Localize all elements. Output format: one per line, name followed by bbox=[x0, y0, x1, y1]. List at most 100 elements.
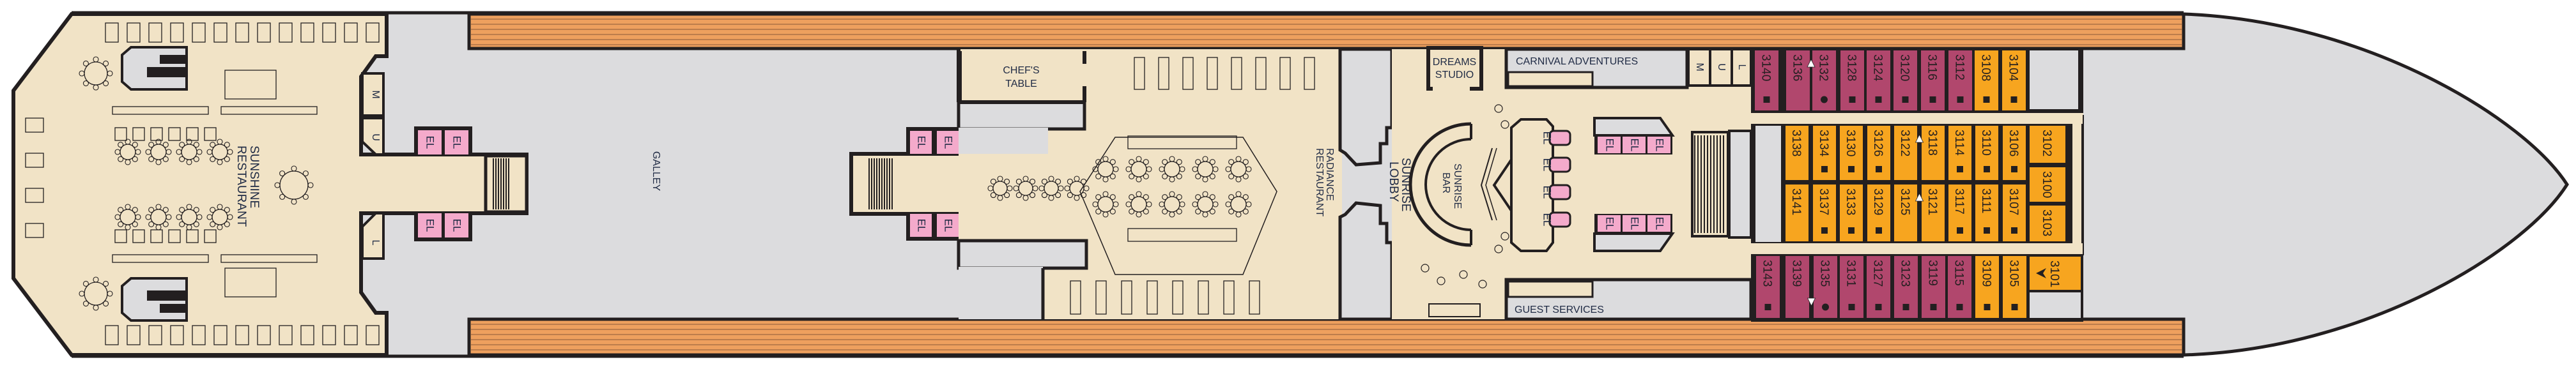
cabin-3132[interactable]: 3132 bbox=[1812, 50, 1836, 110]
cabin-3124[interactable]: 3124 bbox=[1867, 50, 1890, 110]
dining-table-icon bbox=[1249, 280, 1260, 315]
cabin-number: 3117 bbox=[1952, 188, 1966, 215]
banquette-icon bbox=[1127, 228, 1237, 242]
promenade-deck-bottom bbox=[467, 317, 2186, 357]
cabin-3100[interactable]: 3100 bbox=[2030, 167, 2065, 202]
dining-table-icon bbox=[170, 325, 184, 345]
chair-icon bbox=[1081, 178, 1087, 184]
cabin-3129[interactable]: 3129 bbox=[1867, 184, 1890, 241]
chair-icon bbox=[302, 170, 309, 177]
chair-icon bbox=[1176, 208, 1182, 215]
banquette-icon bbox=[220, 106, 318, 115]
dining-table-icon bbox=[279, 325, 293, 345]
cabin-3110[interactable]: 3110 bbox=[1975, 126, 1998, 180]
chair-icon bbox=[1048, 176, 1054, 182]
cabin-3128[interactable]: 3128 bbox=[1840, 50, 1864, 110]
chair-icon bbox=[1242, 208, 1249, 215]
cabin-3126[interactable]: 3126 bbox=[1867, 126, 1890, 180]
cabin-3134[interactable]: 3134 bbox=[1813, 126, 1836, 180]
chair-icon bbox=[132, 207, 138, 213]
cabin-room bbox=[1785, 184, 1809, 241]
cabin-3133[interactable]: 3133 bbox=[1840, 184, 1863, 241]
square-marker-icon bbox=[1849, 96, 1856, 103]
cabin-3123[interactable]: 3123 bbox=[1894, 256, 1918, 318]
dining-table-icon bbox=[150, 229, 163, 243]
chair-icon bbox=[1064, 185, 1070, 192]
chair-icon bbox=[125, 159, 131, 165]
chair-icon bbox=[114, 214, 121, 220]
cabin-3112[interactable]: 3112 bbox=[1948, 50, 1972, 110]
cabin-3106[interactable]: 3106 bbox=[2003, 126, 2026, 180]
cabin-3116[interactable]: 3116 bbox=[1921, 50, 1945, 110]
cabin-3119[interactable]: 3119 bbox=[1922, 256, 1945, 318]
cabin-3131[interactable]: 3131 bbox=[1840, 256, 1863, 318]
cabin-3111[interactable]: 3111 bbox=[1975, 184, 1998, 241]
elevator-label: EL bbox=[1541, 132, 1554, 145]
cabin-3121[interactable]: 3121 bbox=[1922, 184, 1945, 241]
chair-icon bbox=[135, 149, 141, 155]
cabin-3139[interactable]: 3139 bbox=[1785, 256, 1809, 318]
circle-marker-icon bbox=[1821, 96, 1828, 103]
lounge-chair-icon bbox=[1437, 276, 1446, 285]
dreams-studio-label: DREAMS bbox=[1433, 57, 1476, 68]
chair-icon bbox=[206, 149, 213, 155]
square-marker-icon bbox=[1930, 304, 1937, 310]
chair-icon bbox=[125, 139, 131, 145]
cabin-3122[interactable]: 3122 bbox=[1894, 126, 1917, 180]
dining-table-icon bbox=[25, 153, 44, 168]
chair-icon bbox=[1209, 159, 1215, 165]
chair-icon bbox=[155, 159, 162, 165]
chair-icon bbox=[1015, 178, 1022, 184]
cabin-3115[interactable]: 3115 bbox=[1948, 256, 1971, 318]
cabin-3117[interactable]: 3117 bbox=[1948, 184, 1971, 241]
cabin-3118[interactable]: 3118 bbox=[1922, 126, 1945, 180]
cabin-number: 3131 bbox=[1844, 260, 1858, 287]
chair-icon bbox=[162, 207, 169, 213]
chair-icon bbox=[217, 159, 223, 165]
chair-icon bbox=[1179, 166, 1185, 172]
circle-marker-icon bbox=[1822, 303, 1829, 311]
buffet-counter-icon bbox=[224, 267, 277, 297]
cabin-number: 3135 bbox=[1818, 260, 1832, 287]
square-marker-icon bbox=[1957, 166, 1963, 172]
cabin-3120[interactable]: 3120 bbox=[1893, 50, 1917, 110]
cabin-3102[interactable]: 3102 bbox=[2030, 126, 2065, 163]
chair-icon bbox=[1030, 178, 1036, 184]
cabin-3105[interactable]: 3105 bbox=[2003, 256, 2026, 318]
square-marker-icon bbox=[1876, 166, 1882, 172]
cabin-3109[interactable]: 3109 bbox=[1975, 256, 1999, 318]
cabin-3104[interactable]: 3104 bbox=[2002, 50, 2026, 110]
cabin-3101[interactable]: 3101 bbox=[2030, 257, 2081, 290]
cabin-3108[interactable]: 3108 bbox=[1975, 50, 1998, 110]
cabin-3114[interactable]: 3114 bbox=[1948, 126, 1971, 180]
cabin-3143[interactable]: 3143 bbox=[1756, 256, 1780, 318]
cabin-3135[interactable]: 3135 bbox=[1814, 256, 1837, 318]
chair-icon bbox=[82, 80, 89, 87]
dining-table-icon bbox=[1146, 280, 1158, 315]
chair-icon bbox=[114, 149, 121, 155]
cabin-3125[interactable]: 3125 bbox=[1894, 184, 1917, 241]
chair-icon bbox=[93, 305, 99, 311]
cabin-3103[interactable]: 3103 bbox=[2030, 206, 2065, 241]
cabin-3130[interactable]: 3130 bbox=[1840, 126, 1863, 180]
chair-icon bbox=[1146, 201, 1152, 207]
chair-icon bbox=[987, 185, 994, 192]
cabin-number: 3122 bbox=[1898, 130, 1911, 156]
chair-icon bbox=[1202, 156, 1208, 162]
chair-icon bbox=[179, 142, 185, 148]
cabin-3138[interactable]: 3138 bbox=[1785, 126, 1809, 180]
cabin-3107[interactable]: 3107 bbox=[2003, 184, 2026, 241]
chair-icon bbox=[186, 204, 192, 210]
chair-icon bbox=[1176, 194, 1182, 200]
cabin-number: 3111 bbox=[1979, 188, 1993, 213]
chair-icon bbox=[1209, 194, 1215, 200]
chair-icon bbox=[1041, 178, 1047, 184]
cabin-3137[interactable]: 3137 bbox=[1813, 184, 1836, 241]
cabin-3127[interactable]: 3127 bbox=[1867, 256, 1890, 318]
dining-table-icon bbox=[114, 229, 127, 243]
cabin-number: 3127 bbox=[1871, 260, 1885, 287]
cabin-3141[interactable]: 3141 bbox=[1785, 184, 1809, 241]
cabin-3136[interactable]: 3136 bbox=[1786, 50, 1810, 110]
cabin-3140[interactable]: 3140 bbox=[1755, 50, 1778, 110]
aft-elevator-bank: EL EL EL EL bbox=[414, 126, 472, 241]
